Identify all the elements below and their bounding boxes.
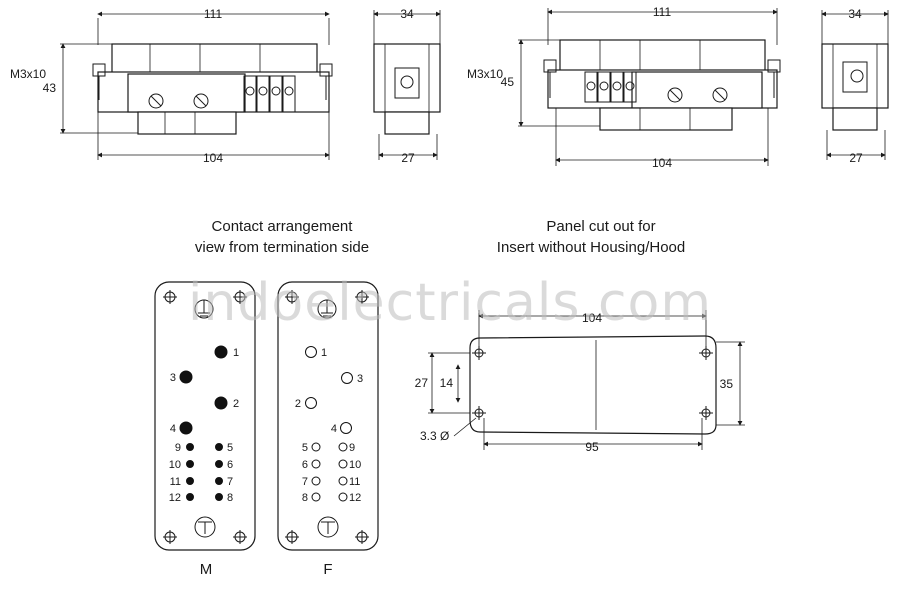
pe-screw-icon: [317, 516, 339, 538]
dim-side-bottom: 27: [401, 151, 415, 165]
contact-pin-label: 10: [349, 459, 361, 471]
contact-pin-12: [186, 493, 194, 501]
contact-pin-11: [186, 477, 194, 485]
dim-side-top-r: 34: [848, 7, 862, 21]
contact-title-1: Contact arrangement: [212, 218, 354, 235]
contact-pin-label: 10: [169, 459, 181, 471]
contact-pin-label: 5: [227, 442, 233, 454]
dim-height-r: 45: [501, 75, 515, 89]
contact-title-2: view from termination side: [195, 239, 369, 256]
dim-hole: 3.3 Ø: [420, 429, 449, 443]
ground-symbol-icon: [317, 299, 337, 319]
contact-pin-8: [311, 492, 321, 502]
contact-pin-label: 11: [170, 476, 181, 488]
dim-height: 43: [43, 81, 57, 95]
contact-pin-label: 1: [321, 347, 327, 359]
side-view-left: 34 27: [373, 7, 441, 165]
contact-pin-5: [215, 443, 223, 451]
contact-pin-label: 5: [302, 442, 308, 454]
panel-title-1: Panel cut out for: [546, 218, 655, 235]
contact-pin-4: [179, 421, 193, 435]
male-label: M: [200, 561, 213, 578]
contact-pin-1: [214, 345, 228, 359]
front-view-left: 111 M3x10 43: [10, 7, 333, 165]
contact-pin-label: 9: [349, 442, 355, 454]
screw-label-r: M3x10: [467, 67, 503, 81]
contact-pin-label: 3: [357, 373, 363, 385]
contact-pin-7: [215, 477, 223, 485]
contact-pin-9: [186, 443, 194, 451]
dim-bottom: 104: [203, 151, 223, 165]
contact-pin-label: 7: [302, 476, 308, 488]
watermark: indoelectricals.com: [188, 273, 712, 333]
mount-hole-icon: [472, 346, 713, 420]
contact-pin-3: [341, 372, 353, 384]
contact-pin-1: [305, 346, 317, 358]
dim-panel-h-outer: 27: [415, 376, 429, 390]
contact-pin-2: [214, 396, 228, 410]
contact-pin-label: 6: [302, 459, 308, 471]
ground-symbol-icon: [194, 299, 214, 319]
panel-cutout: 104 27 14 35 95 3.3 Ø: [415, 310, 745, 454]
contact-pin-label: 8: [302, 492, 308, 504]
dim-width: 111: [204, 7, 223, 21]
contact-pin-12: [338, 492, 348, 502]
mount-hole-icon: [285, 290, 369, 544]
contact-pin-label: 12: [169, 492, 181, 504]
contact-pin-label: 4: [170, 423, 176, 435]
contact-pin-label: 7: [227, 476, 233, 488]
female-label: F: [323, 561, 332, 578]
dim-side-top: 34: [400, 7, 414, 21]
contact-pin-label: 8: [227, 492, 233, 504]
contact-pin-10: [338, 459, 348, 469]
contact-pin-2: [305, 397, 317, 409]
dim-width-r: 111: [653, 5, 672, 19]
contact-pin-6: [215, 460, 223, 468]
dim-panel-h-inner: 14: [440, 376, 454, 390]
panel-title-2: Insert without Housing/Hood: [497, 239, 685, 256]
dim-bottom-r: 104: [652, 156, 672, 170]
pe-screw-icon: [194, 516, 216, 538]
contact-pin-label: 1: [233, 347, 239, 359]
contact-pin-label: 3: [170, 372, 176, 384]
contact-pin-10: [186, 460, 194, 468]
contact-pin-label: 2: [295, 398, 301, 410]
contact-pin-8: [215, 493, 223, 501]
contact-pin-label: 6: [227, 459, 233, 471]
contact-pin-5: [311, 442, 321, 452]
contact-pin-7: [311, 476, 321, 486]
mount-hole-icon: [163, 290, 247, 544]
contact-pin-label: 12: [349, 492, 361, 504]
side-view-right: 34 27: [821, 7, 889, 165]
screw-label: M3x10: [10, 67, 46, 81]
contact-pin-label: 4: [331, 423, 337, 435]
front-view-right: 111 M3x10 45 104: [467, 5, 781, 170]
dim-panel-inner: 95: [585, 440, 599, 454]
contact-pin-3: [179, 370, 193, 384]
contact-pin-label: 2: [233, 398, 239, 410]
contact-pin-label: 9: [175, 442, 181, 454]
contact-pin-4: [340, 422, 352, 434]
contact-pin-label: 11: [349, 476, 360, 488]
dim-panel-right: 35: [720, 377, 734, 391]
dim-side-bottom-r: 27: [849, 151, 863, 165]
contact-pin-6: [311, 459, 321, 469]
contact-pin-9: [338, 442, 348, 452]
dim-panel-width: 104: [582, 311, 602, 325]
contact-pin-11: [338, 476, 348, 486]
